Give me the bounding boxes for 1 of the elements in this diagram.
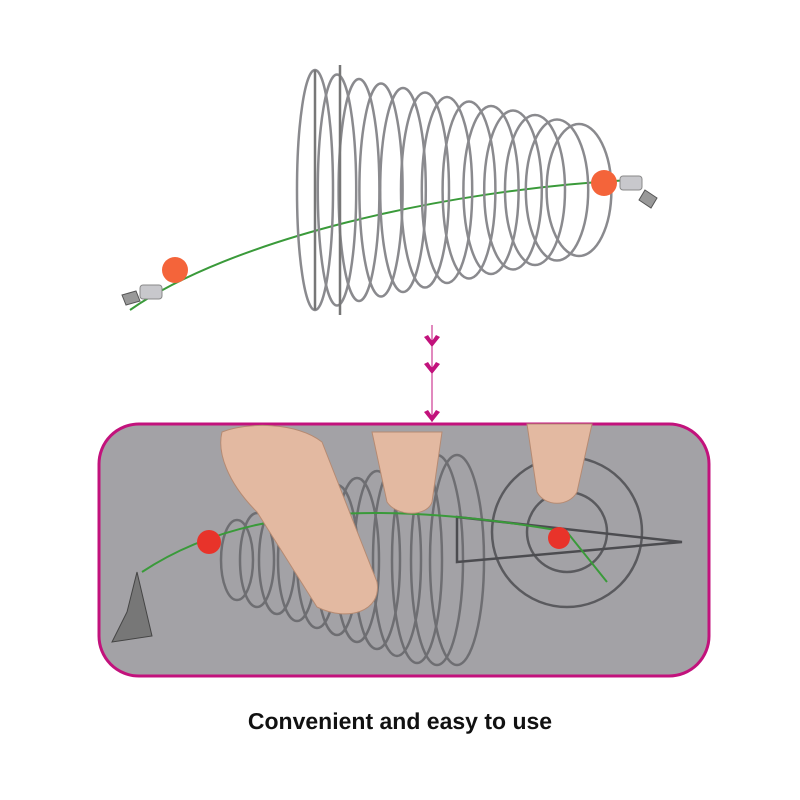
caption: Convenient and easy to use — [246, 708, 554, 735]
